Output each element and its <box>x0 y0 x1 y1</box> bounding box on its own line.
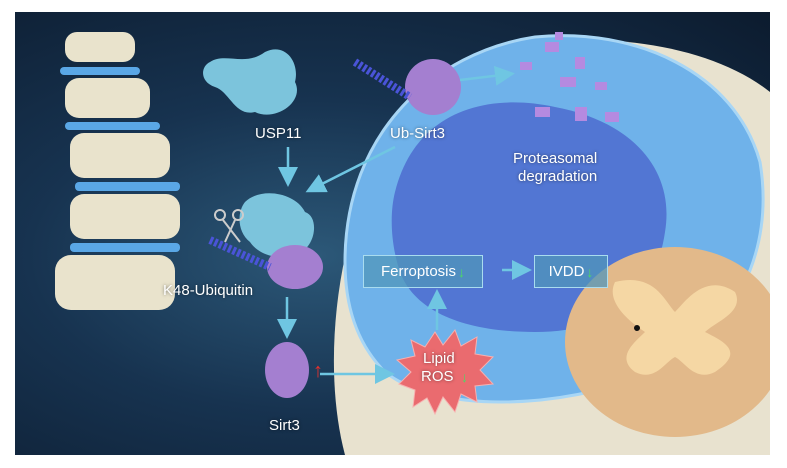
sirt3-label: Sirt3 <box>269 417 300 434</box>
lipid-ros-burst <box>395 329 495 416</box>
pathway-arrows <box>277 65 532 384</box>
spine-column <box>55 32 180 310</box>
graphical-abstract: USP11 Ub-Sirt3 Proteasomal degradation K… <box>15 12 770 455</box>
ferroptosis-label: Ferroptosis <box>380 263 457 280</box>
ub-sirt3-label: Ub-Sirt3 <box>390 125 446 142</box>
ivdd-label: IVDD <box>548 263 585 280</box>
ferroptosis-box: Ferroptosis ↓ <box>363 255 483 288</box>
grey-matter <box>612 279 738 375</box>
degradation-label: degradation <box>518 168 598 185</box>
proteasomal-label: Proteasomal <box>513 150 598 167</box>
ivdd-box: IVDD ↓ <box>534 255 608 288</box>
ub-sirt3-protein <box>405 59 461 115</box>
usp11-complex-protein <box>239 193 315 258</box>
sirt3-protein <box>265 342 309 398</box>
k48-ubiquitin-label: K48-Ubiquitin <box>163 282 254 299</box>
ivdd-down-arrow: ↓ <box>586 263 594 280</box>
lipid-label: Lipid <box>423 350 455 367</box>
scissors-icon <box>214 209 244 243</box>
usp11-protein <box>203 49 297 115</box>
ferroptosis-down-arrow: ↓ <box>458 263 466 280</box>
ubiquitin-chain <box>352 58 413 101</box>
k48-ubiquitin-chain <box>208 236 272 271</box>
sirt3-complex-protein <box>267 245 323 289</box>
usp11-label: USP11 <box>255 125 302 142</box>
ros-label: ROS <box>421 368 454 385</box>
illustration <box>55 32 770 455</box>
degraded-fragments <box>520 32 619 122</box>
sirt3-up-arrow: ↑ <box>313 360 323 382</box>
central-canal <box>634 325 640 331</box>
ros-down-arrow: ↓ <box>461 369 468 385</box>
